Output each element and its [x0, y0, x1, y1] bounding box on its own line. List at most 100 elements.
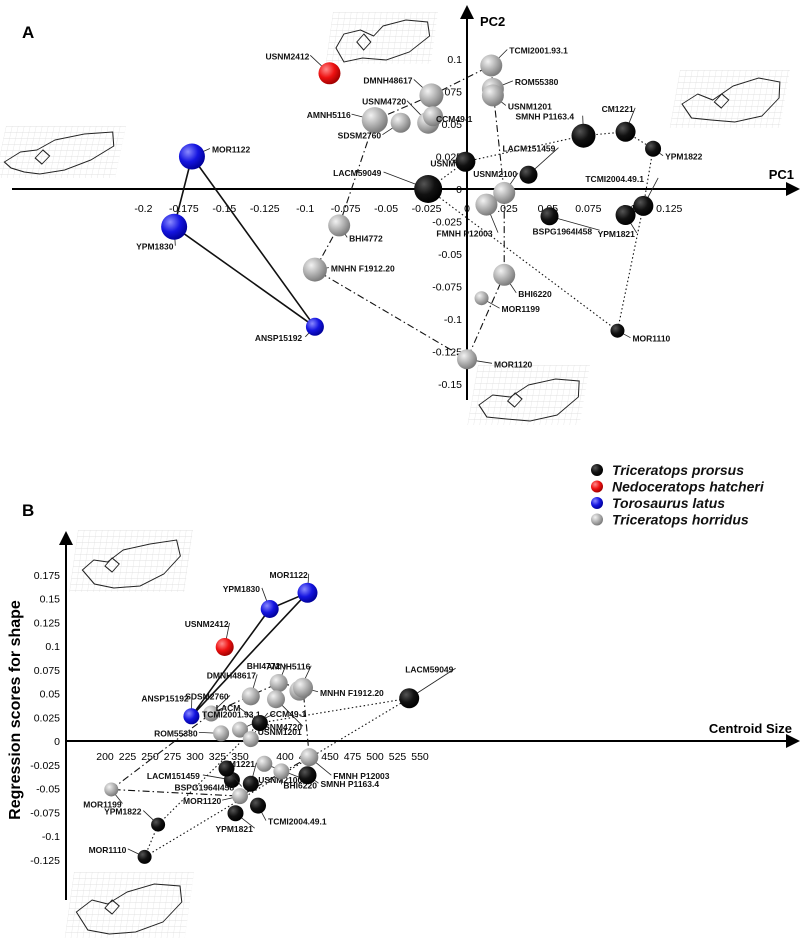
y-tick-label: -0.15	[438, 379, 462, 391]
frill-outline-thumbnail	[69, 530, 193, 592]
point-label: AMNH5116	[307, 110, 351, 120]
point-ypm1830	[260, 599, 279, 618]
hull-triceratops-prorsus	[143, 697, 410, 859]
x-tick-label: -0.075	[331, 203, 361, 215]
y-tick-label: -0.075	[30, 807, 60, 819]
point-tcmi2001-93-1	[480, 54, 503, 77]
point-tcmi2004-49-1	[633, 195, 654, 216]
point-usnm2100	[493, 181, 516, 204]
point-ypm1830	[161, 213, 188, 240]
point-mor1199	[104, 782, 119, 797]
x-tick-label: 500	[366, 751, 384, 763]
point-rom55380	[213, 725, 230, 742]
x-tick-label: -0.2	[134, 203, 152, 215]
y-tick-label: 0.125	[34, 617, 60, 629]
point-lacm59049	[414, 175, 443, 203]
y-tick-label: -0.05	[36, 784, 60, 796]
point-label: USNM4720	[362, 97, 406, 107]
y-tick-label: -0.05	[438, 249, 462, 261]
point-mor1122	[297, 582, 318, 603]
point-lacm59049	[399, 688, 420, 709]
hull-torosaurus-latus	[173, 154, 316, 328]
point-label: TCMI2004.49.1	[268, 817, 327, 827]
point-ypm1821	[615, 205, 636, 225]
y-axis-title: PC2	[480, 14, 505, 29]
point-label: TCMI2001.93.1	[509, 46, 568, 56]
point-ypm1821	[227, 805, 244, 822]
y-tick-label: 0.05	[40, 689, 61, 701]
point-cm1221	[615, 121, 636, 142]
y-tick-label: -0.025	[432, 217, 462, 229]
point-label: SDSM2760	[185, 691, 229, 701]
point-mor1110	[137, 849, 152, 864]
point-ypm1822	[645, 140, 662, 157]
point-mor1110	[610, 323, 625, 338]
point-label: CCM49-1	[436, 114, 473, 124]
point-label: LACM59049	[405, 664, 453, 674]
point-label: MOR1120	[183, 796, 222, 806]
x-tick-label: 275	[164, 751, 182, 763]
point-label: YPM1830	[223, 584, 261, 594]
point-label: LACM151459	[502, 144, 555, 154]
point-label: FMNH P12003	[333, 771, 389, 781]
point-label: DMNH48617	[363, 75, 412, 85]
point-dmnh48617	[419, 83, 444, 108]
point-ypm1822	[151, 817, 166, 832]
point-label: ROM55380	[515, 77, 559, 87]
point-label: YPM1821	[216, 824, 254, 834]
panel-label-a: A	[22, 23, 34, 42]
point-mor1120	[457, 349, 477, 370]
point-dmnh48617	[241, 687, 260, 706]
x-tick-label: -0.025	[412, 203, 442, 215]
point-bspg1964i458	[540, 207, 559, 226]
point-label: ANSP15192	[255, 333, 303, 343]
panel-a-pca-plot: PC1PC2-0.2-0.175-0.15-0.125-0.1-0.075-0.…	[12, 5, 800, 400]
point-label: MOR1110	[632, 334, 670, 344]
legend-label: Triceratops prorsus	[612, 462, 744, 478]
y-tick-label: 0	[456, 184, 462, 196]
y-tick-label: -0.025	[30, 760, 60, 772]
point-label: TCMI2004.49.1	[585, 174, 644, 184]
point-tcmi2004-49-1	[250, 797, 266, 814]
point-label: MOR1110	[89, 845, 127, 855]
point-label: YPM1822	[665, 152, 703, 162]
x-tick-label: 550	[411, 751, 429, 763]
point-label: BHI4772	[349, 233, 383, 243]
point-label: LACM151459	[147, 771, 200, 781]
point-mor1122	[178, 143, 205, 170]
panel-label-b: B	[22, 501, 34, 520]
x-axis-title: Centroid Size	[709, 721, 792, 736]
legend-label: Nedoceratops hatcheri	[612, 479, 765, 495]
point-label: BHI4772	[247, 661, 281, 671]
x-axis-title: PC1	[769, 167, 794, 182]
point-lacm151459	[519, 165, 538, 184]
frill-outline-thumbnail	[467, 365, 590, 425]
point-label: MOR1122	[270, 570, 309, 580]
legend-label: Triceratops horridus	[612, 512, 749, 528]
point-cm1221	[242, 775, 259, 792]
point-bhi6220	[493, 263, 516, 286]
point-mor1199	[474, 291, 489, 306]
point-usnm2412	[318, 62, 341, 85]
legend-label: Torosaurus latus	[612, 495, 725, 511]
point-label: SDSM2760	[338, 131, 382, 141]
point-tcmi2001-93-1	[232, 721, 248, 738]
point-label: MOR1122	[212, 145, 251, 155]
y-tick-label: -0.125	[30, 855, 60, 867]
point-usnm2100	[256, 755, 273, 772]
point-ansp15192	[305, 317, 324, 336]
point-label: YPM1822	[104, 807, 142, 817]
frill-outline-thumbnail	[64, 872, 194, 938]
x-tick-label: -0.05	[374, 203, 398, 215]
y-axis-title: Regression scores for shape	[7, 600, 24, 820]
point-usnm1201	[242, 731, 259, 748]
frill-outline-thumbnail	[0, 126, 126, 178]
y-tick-label: -0.1	[42, 831, 60, 843]
point-label: YPM1830	[136, 242, 174, 252]
x-tick-label: 0.125	[656, 203, 682, 215]
y-tick-label: 0.15	[40, 594, 61, 606]
point-label: SMNH P1163.4	[515, 112, 574, 122]
hull-torosaurus-latus	[190, 592, 309, 717]
